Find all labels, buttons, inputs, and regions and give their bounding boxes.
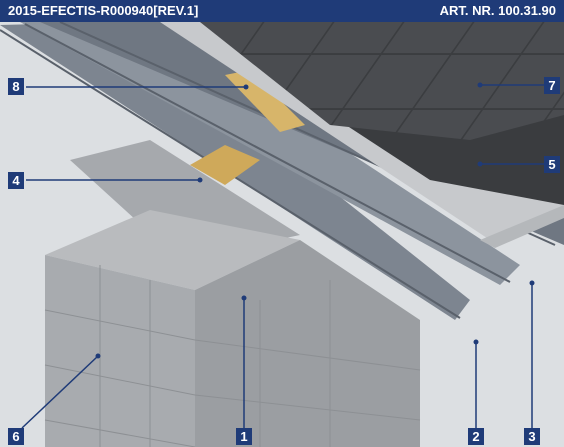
roof-construction-illustration [0,22,564,447]
callout-5: 5 [544,156,560,173]
report-reference: 2015-EFECTIS-R000940[REV.1] [8,3,199,18]
wall-top [45,210,300,290]
block-joints [44,265,421,447]
callout-4: 4 [8,172,24,189]
callout-2: 2 [468,428,484,445]
callout-1: 1 [236,428,252,445]
callout-8: 8 [8,78,24,95]
wall-front [45,255,195,447]
wall-side [195,240,420,447]
leader-dots [95,82,535,359]
insulation-edge [480,205,564,248]
paving-tiles [200,22,564,140]
header-bar: 2015-EFECTIS-R000940[REV.1] ART. NR. 100… [0,0,564,22]
callout-3: 3 [524,428,540,445]
leader-lines [21,84,544,429]
article-number: ART. NR. 100.31.90 [439,3,556,18]
callout-6: 6 [8,428,24,445]
callout-7: 7 [544,77,560,94]
timber-batten-side [190,145,260,185]
